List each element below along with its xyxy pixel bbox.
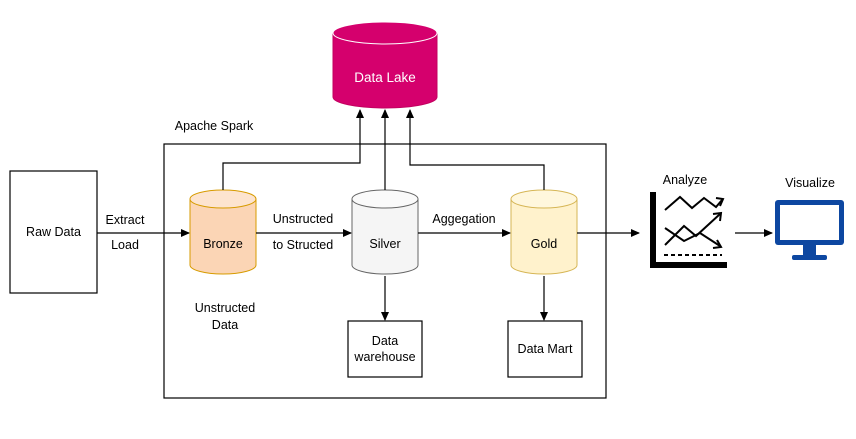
data-warehouse-box xyxy=(347,320,423,378)
extract-label: Extract xyxy=(105,213,145,227)
raw-data-label: Raw Data xyxy=(26,225,81,239)
monitor-icon xyxy=(775,200,844,260)
data-lake-label: Data Lake xyxy=(354,70,416,85)
arrow-bronze-to-lake xyxy=(222,109,364,190)
line-chart-icon xyxy=(650,192,727,268)
data-mart-box xyxy=(507,320,583,378)
unstructured-to-label-2: to Structed xyxy=(272,238,334,252)
unstructured-to-label-1: Unstructed xyxy=(272,212,334,226)
load-label: Load xyxy=(111,238,139,252)
data-warehouse-label: Data warehouse xyxy=(348,321,422,377)
data-mart-label: Data Mart xyxy=(517,342,573,356)
unstructured-data-label-1: Unstructed xyxy=(194,301,256,315)
data-warehouse-line-2: warehouse xyxy=(354,350,416,364)
analyze-label: Analyze xyxy=(662,173,708,187)
data-lake-cylinder xyxy=(332,21,438,109)
bronze-cylinder xyxy=(189,189,257,275)
gold-label: Gold xyxy=(530,237,558,251)
aggregation-label: Aggegation xyxy=(432,212,496,226)
visualize-label: Visualize xyxy=(785,176,835,190)
bronze-label: Bronze xyxy=(203,237,243,251)
unstructured-data-label-2: Data xyxy=(211,318,239,332)
silver-label: Silver xyxy=(369,237,401,251)
data-warehouse-line-1: Data xyxy=(371,334,399,348)
raw-data-box xyxy=(9,170,98,294)
gold-cylinder xyxy=(510,189,578,275)
silver-cylinder xyxy=(351,189,419,275)
arrow-gold-to-lake xyxy=(406,109,545,190)
apache-spark-label: Apache Spark xyxy=(174,119,254,133)
